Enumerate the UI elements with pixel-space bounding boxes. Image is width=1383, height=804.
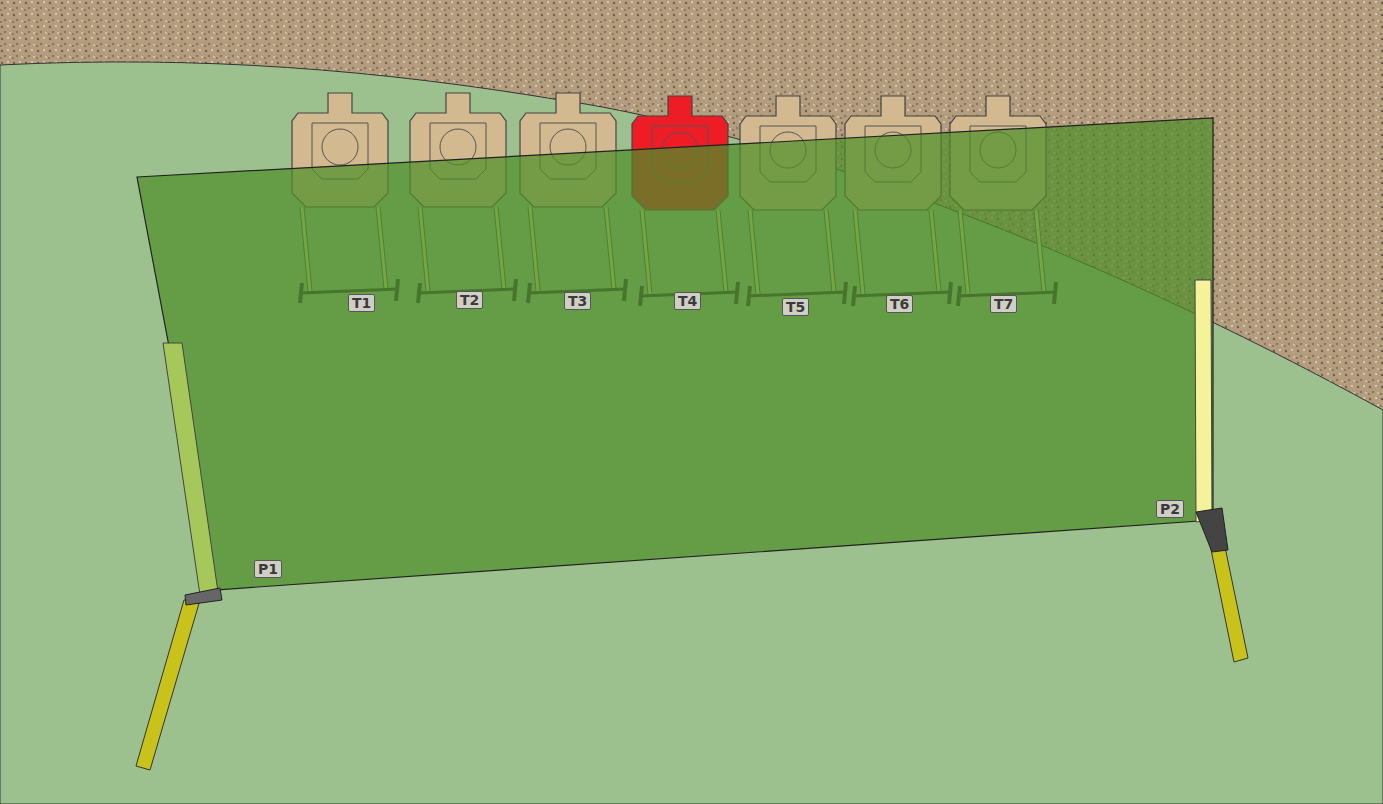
position-number: P2	[1156, 500, 1184, 518]
target-number: T4	[674, 292, 701, 310]
target-number: T7	[990, 295, 1017, 313]
target-number: T2	[456, 291, 483, 309]
target-number: T5	[782, 298, 809, 316]
position-number: P1	[254, 560, 282, 578]
target-number: T1	[348, 294, 375, 312]
target-number: T6	[886, 295, 913, 313]
target-number: T3	[564, 292, 591, 310]
